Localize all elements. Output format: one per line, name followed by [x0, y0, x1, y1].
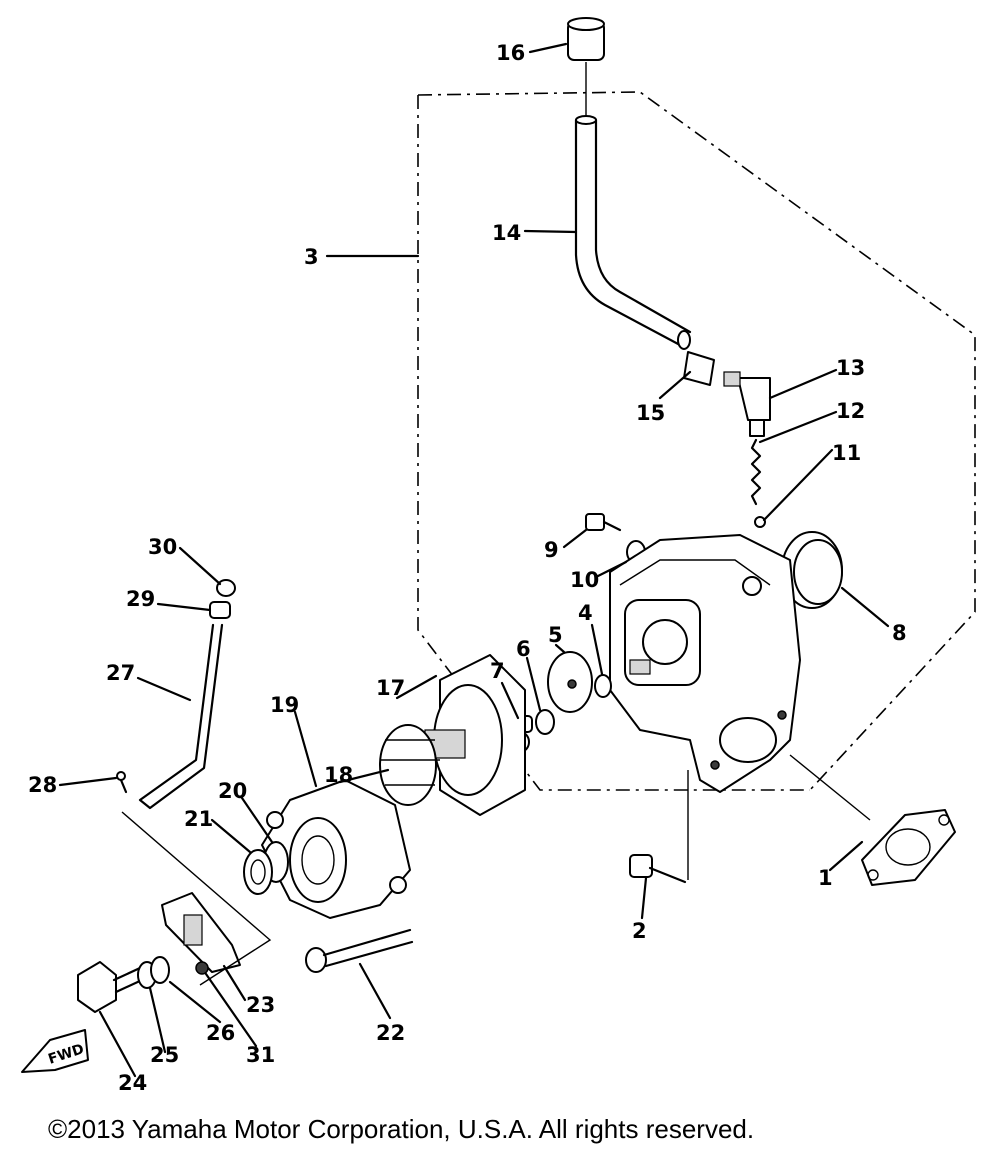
callout-30: 30	[148, 535, 177, 559]
part-8-cover	[781, 531, 843, 609]
callout-4: 4	[578, 601, 593, 625]
part-31-washer	[195, 961, 209, 975]
part-12-spring	[750, 438, 762, 506]
callout-5: 5	[548, 623, 563, 647]
callout-23: 23	[246, 993, 275, 1017]
part-17-gear	[424, 654, 526, 816]
callout-18: 18	[324, 763, 353, 787]
part-19-housing	[261, 779, 411, 919]
callout-labels: 16 14 3 13 15 12 11 9 10 8 4 5 6 7 17 18…	[28, 41, 907, 1095]
callout-22: 22	[376, 1021, 405, 1045]
callout-26: 26	[206, 1021, 235, 1045]
callout-12: 12	[836, 399, 865, 423]
callout-24: 24	[118, 1071, 147, 1095]
part-13-fitting	[723, 371, 771, 437]
part-4-o-ring	[594, 674, 612, 698]
callout-2: 2	[632, 919, 647, 943]
callout-11: 11	[832, 441, 861, 465]
part-11-ball	[754, 516, 766, 528]
callout-28: 28	[28, 773, 57, 797]
part-14-hose	[574, 115, 692, 350]
callout-10: 10	[570, 568, 599, 592]
copyright-text: ©2013 Yamaha Motor Corporation, U.S.A. A…	[48, 1114, 754, 1144]
callout-21: 21	[184, 807, 213, 831]
callout-14: 14	[492, 221, 521, 245]
callout-19: 19	[270, 693, 299, 717]
part-27-rod	[138, 623, 224, 810]
part-2-bolt	[629, 854, 687, 884]
part-23-bracket	[161, 892, 241, 973]
callout-7: 7	[490, 659, 505, 683]
callout-25: 25	[150, 1043, 179, 1067]
callout-6: 6	[516, 637, 531, 661]
part-16-cap	[567, 17, 605, 61]
part-30-cap	[216, 579, 236, 597]
part-1-gasket	[861, 809, 956, 886]
part-9-screw	[585, 513, 622, 532]
callout-20: 20	[218, 779, 247, 803]
callout-8: 8	[892, 621, 907, 645]
part-18-gear	[379, 724, 440, 806]
assembly-boundary	[417, 91, 976, 791]
part-6-seal	[535, 709, 555, 735]
callout-9: 9	[544, 538, 559, 562]
part-21-seal	[243, 849, 273, 895]
callout-1: 1	[818, 866, 833, 890]
part-22-bolt	[305, 928, 414, 973]
leader-lines	[58, 42, 890, 1078]
part-5-disc	[547, 651, 593, 713]
front-arrow-icon: FWD	[21, 1029, 89, 1073]
part-29-nut	[209, 601, 231, 619]
callout-17: 17	[376, 676, 405, 700]
callout-16: 16	[496, 41, 525, 65]
pump-body	[609, 534, 801, 793]
part-26-washer	[150, 956, 170, 984]
callout-13: 13	[836, 356, 865, 380]
part-15-clamp	[683, 351, 715, 386]
part-28-pin	[116, 771, 128, 794]
callout-29: 29	[126, 587, 155, 611]
callout-31: 31	[246, 1043, 275, 1067]
part-24-bolt	[77, 961, 144, 1013]
callout-27: 27	[106, 661, 135, 685]
callout-15: 15	[636, 401, 665, 425]
callout-3: 3	[304, 245, 319, 269]
